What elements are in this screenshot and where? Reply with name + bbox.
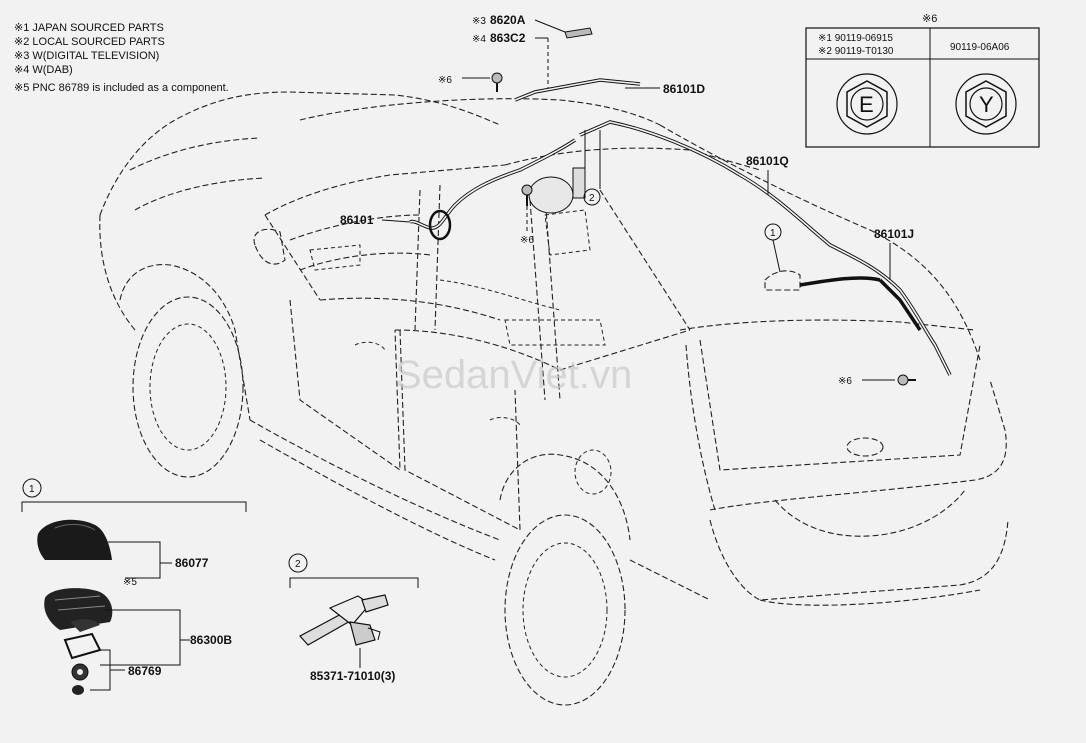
bolt-left-part-2: ※2 90119-T0130 — [818, 46, 894, 57]
vehicle-outline — [99, 91, 1009, 706]
callout-2-label: 2 — [589, 193, 595, 204]
part-86077-note: ※5 — [123, 577, 137, 588]
bolt-rear-note: ※6 — [838, 376, 852, 387]
part-863c2: 863C2 — [490, 31, 526, 45]
leader-86077 — [108, 541, 161, 579]
callout-1-label: 1 — [770, 228, 776, 239]
screw-icon — [72, 685, 84, 695]
inset-1-callout: 1 — [29, 484, 35, 495]
note-5: ※5 PNC 86789 is included as a component. — [14, 82, 229, 94]
bolt-left-part-1: ※1 90119-06915 — [818, 33, 893, 44]
inset-2-bracket — [289, 577, 419, 588]
nut-icon — [71, 663, 89, 681]
note-4: ※4 W(DAB) — [14, 64, 73, 76]
note-1: ※1 JAPAN SOURCED PARTS — [14, 22, 164, 34]
part-8620a: 8620A — [490, 13, 526, 27]
part-86077: 86077 — [175, 556, 209, 570]
part-86101j: 86101J — [874, 227, 914, 241]
bolt-center-note: ※6 — [520, 235, 534, 246]
inset-2-callout: 2 — [295, 559, 301, 570]
part-86769: 86769 — [128, 664, 162, 678]
hex-bolt-e-icon: E — [836, 73, 898, 135]
inset-1-bracket — [21, 501, 247, 512]
part-86101d: 86101D — [663, 82, 705, 96]
callout-2: 2 — [583, 130, 601, 206]
note-3: ※3 W(DIGITAL TELEVISION) — [14, 50, 159, 62]
note-2: ※2 LOCAL SOURCED PARTS — [14, 36, 165, 48]
part-86101: 86101 — [340, 213, 374, 227]
watermark: SedanViet.vn — [395, 353, 632, 397]
gasket-icon — [63, 632, 102, 660]
callout-1: 1 — [764, 223, 782, 273]
part-85371: 85371-71010(3) — [310, 669, 395, 683]
bolt-icon — [897, 374, 916, 386]
inset-1: 1 86077 ※5 86300B 86769 — [21, 478, 247, 695]
antenna-connector-icon — [564, 27, 593, 39]
bolt-table-frame — [805, 27, 1040, 148]
hex-bolt-y-icon: Y — [955, 73, 1017, 135]
bolt-right-part: 90119-06A06 — [950, 42, 1010, 53]
leader-86300b — [100, 609, 181, 666]
antenna-base-icon — [44, 588, 113, 632]
clamp-icon — [299, 594, 389, 646]
bolt-mark-e: E — [859, 92, 874, 117]
part-863c2-note: ※4 — [472, 34, 486, 45]
bolt-icon — [491, 72, 503, 92]
inset-2: 2 85371-71010(3) — [288, 553, 419, 683]
part-86300b: 86300B — [190, 633, 232, 647]
notes-list: ※1 JAPAN SOURCED PARTS ※2 LOCAL SOURCED … — [14, 22, 229, 94]
bolt-icon — [521, 184, 533, 206]
bolt-table-header: ※6 — [922, 13, 937, 25]
part-86101q: 86101Q — [746, 154, 789, 168]
part-8620a-note: ※3 — [472, 16, 486, 27]
leader-86769 — [90, 649, 111, 691]
antenna-cables — [409, 78, 952, 376]
shark-fin-antenna-icon — [37, 519, 112, 560]
bolt-table: ※6 ※1 90119-06915 ※2 90119-T0130 90119-0… — [805, 13, 1040, 148]
bolt-mark-y: Y — [979, 92, 994, 117]
bolt-top-note: ※6 — [438, 75, 452, 86]
part-labels: ※3 8620A ※4 863C2 ※6 86101D 86101Q 86101… — [340, 13, 916, 387]
